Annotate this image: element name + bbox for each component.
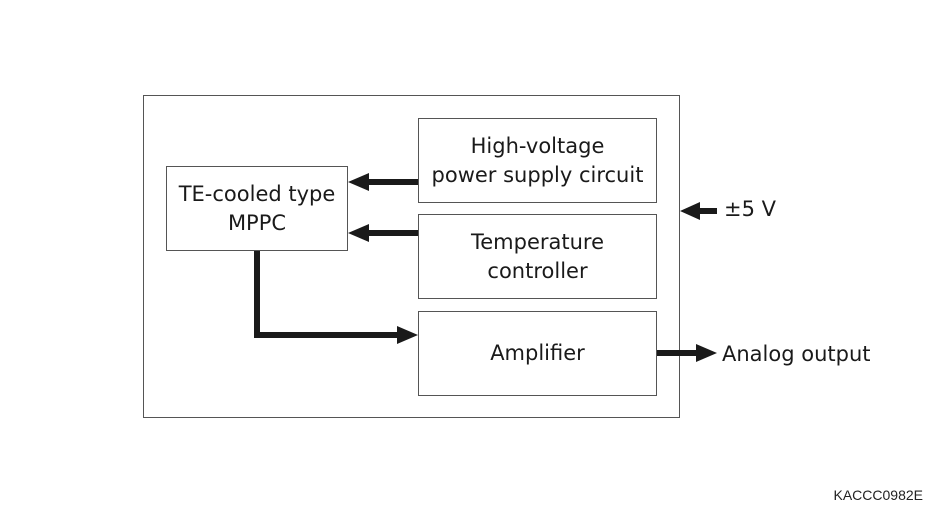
high-voltage-supply-block: High-voltage power supply circuit <box>418 118 657 203</box>
temp-label-line1: Temperature <box>470 229 605 254</box>
module-enclosure <box>143 95 680 418</box>
analog-output-label: Analog output <box>722 342 871 366</box>
arrow-power-input <box>680 202 717 220</box>
arrow-temp-to-mppc <box>348 224 418 242</box>
mppc-block: TE-cooled type MPPC <box>166 166 348 251</box>
amplifier-block: Amplifier <box>418 311 657 396</box>
power-input-label: ±5 V <box>724 197 776 221</box>
figure-code: KACCC0982E <box>833 487 924 503</box>
arrow-analog-output <box>657 344 717 362</box>
temperature-controller-block: Temperature controller <box>418 214 657 299</box>
mppc-label-line2: MPPC <box>227 210 287 235</box>
hv-label-line1: High-voltage <box>470 133 605 158</box>
arrow-mppc-to-amplifier <box>254 251 418 344</box>
mppc-label-line1: TE-cooled type <box>178 181 336 206</box>
hv-label-line2: power supply circuit <box>431 162 644 187</box>
temp-label-line2: controller <box>487 258 588 283</box>
amplifier-label: Amplifier <box>490 341 585 365</box>
arrow-hv-to-mppc <box>348 173 418 191</box>
